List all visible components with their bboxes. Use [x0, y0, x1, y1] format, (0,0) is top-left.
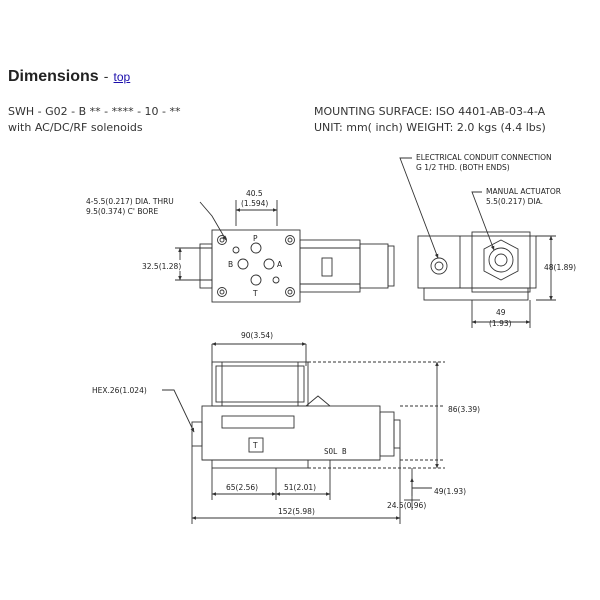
- dim-65-value: 65(2.56): [226, 483, 258, 492]
- dim-86-value: 86(3.39): [448, 405, 480, 414]
- hole-leader: [199, 201, 227, 241]
- section-header: Dimensions - top: [8, 66, 130, 86]
- top-view: 4-5.5(0.217) DIA. THRU 9.5(0.374) C' BOR…: [86, 189, 395, 303]
- port-b-circle: [237, 258, 249, 270]
- indicator-slot: [321, 257, 333, 277]
- dim-90-value: 90(3.54): [241, 331, 273, 340]
- mount-hole-4: [285, 287, 295, 297]
- mount-hole-1: [217, 235, 227, 245]
- dim-40-inch: (1.594): [241, 199, 268, 208]
- mounting-info: MOUNTING SURFACE: ISO 4401-AB-03-4-A UNI…: [314, 104, 546, 136]
- conduit-leader: [399, 157, 439, 259]
- model-info: SWH - G02 - B ** - **** - 10 - ** with A…: [8, 104, 181, 136]
- hex-nut: [483, 239, 519, 281]
- side-base: [423, 287, 529, 301]
- port-b-label: B: [228, 260, 233, 269]
- dim-49b-value: 49(1.93): [434, 487, 466, 496]
- left-plate-top: [199, 243, 213, 289]
- model-code: SWH - G02 - B ** - **** - 10 - **: [8, 105, 181, 118]
- actuator-leader: [471, 191, 495, 251]
- unit-weight: UNIT: mm( inch) WEIGHT: 2.0 kgs (4.4 lbs…: [314, 121, 546, 134]
- nameplate: [221, 415, 295, 429]
- conduit-note-1: ELECTRICAL CONDUIT CONNECTION: [416, 153, 552, 162]
- dim-32-value: 32.5(1.28): [142, 262, 181, 271]
- tag-t-box: [248, 437, 264, 453]
- mount-hole-2: [285, 235, 295, 245]
- front-right-coil: [379, 411, 395, 457]
- dim-24-value: 24.5(0.96): [387, 501, 426, 510]
- dim-49-value: 49: [496, 308, 506, 317]
- sol-b-label: SOL B: [324, 447, 347, 456]
- port-t-label: T: [252, 289, 258, 298]
- mounting-surface: MOUNTING SURFACE: ISO 4401-AB-03-4-A: [314, 105, 546, 118]
- mount-hole-3: [217, 287, 227, 297]
- tag-t-label: T: [252, 441, 258, 450]
- side-view: ELECTRICAL CONDUIT CONNECTION G 1/2 THD.…: [399, 153, 576, 328]
- front-view: 90(3.54) T SOL B HEX.26(1.024) 86(3.39) …: [92, 331, 480, 524]
- actuator-circle: [488, 247, 514, 273]
- actuator-note-2: 5.5(0.217) DIA.: [486, 197, 543, 206]
- section-title: Dimensions: [8, 68, 99, 85]
- port-a-label: A: [277, 260, 283, 269]
- front-base-plate: [211, 459, 309, 469]
- top-link[interactable]: top: [113, 70, 131, 84]
- dim-48-value: 48(1.89): [544, 263, 576, 272]
- side-coil-housing: [471, 231, 531, 293]
- title-separator: -: [103, 68, 109, 84]
- front-left-hex: [191, 421, 203, 447]
- hex-note: HEX.26(1.024): [92, 386, 147, 395]
- hole-note-1: 4-5.5(0.217) DIA. THRU: [86, 197, 174, 206]
- conduit-note-2: G 1/2 THD. (BOTH ENDS): [416, 163, 510, 172]
- hole-note-2: 9.5(0.374) C' BORE: [86, 207, 158, 216]
- dim-51-value: 51(2.01): [284, 483, 316, 492]
- port-t-circle: [250, 274, 262, 286]
- dim-40-value: 40.5: [246, 189, 263, 198]
- coil-plate-top: [387, 245, 395, 287]
- port-p-circle: [250, 242, 262, 254]
- hex-leader: [162, 389, 195, 433]
- coil-top: [359, 243, 389, 289]
- conduit-port: [430, 257, 448, 275]
- port-a-circle: [263, 258, 275, 270]
- port-p-label: P: [253, 234, 258, 243]
- front-main-body: [201, 405, 381, 461]
- dim-49-inch: (1.93): [489, 319, 512, 328]
- front-top-block: [211, 361, 309, 407]
- actuator-note-1: MANUAL ACTUATOR: [486, 187, 561, 196]
- solenoid-note: with AC/DC/RF solenoids: [8, 121, 143, 134]
- dim-152-value: 152(5.98): [278, 507, 315, 516]
